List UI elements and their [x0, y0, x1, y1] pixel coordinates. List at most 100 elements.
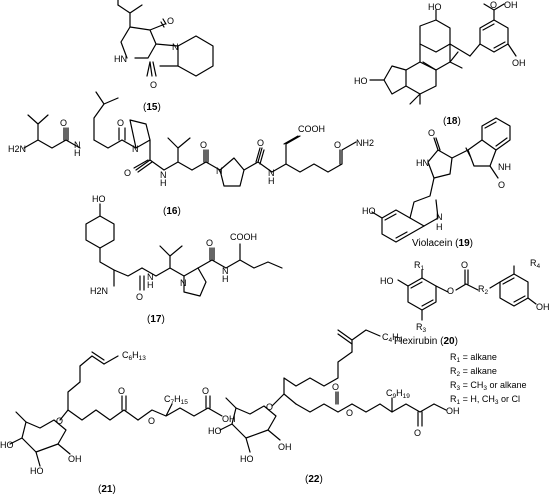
atom-R2: R: [478, 284, 485, 294]
atom-N: N: [172, 42, 179, 52]
svg-text:(17): (17): [147, 314, 165, 325]
svg-text:R3: R3: [416, 322, 427, 334]
svg-text:C9H19: C9H19: [386, 388, 410, 400]
atom-C9H19: C: [386, 388, 393, 398]
compound-20-structure: R1 HO O O R2 R4 OH R3 Flexirubin (20) R1…: [380, 258, 550, 406]
atom-OH: OH: [512, 58, 526, 68]
atom-HO: HO: [30, 466, 44, 476]
compound-20-legend: R1 = alkane R2 = alkane R3 = CH3 or alka…: [450, 352, 527, 406]
compound-16-structure: H2N O H N O N O N H O N O N H COOH O NH2…: [8, 91, 374, 217]
atom-HO: HO: [92, 194, 106, 204]
svg-text:R1: R1: [414, 260, 425, 272]
atom-O: O: [428, 128, 435, 138]
svg-text:(21): (21): [98, 484, 116, 495]
atom-O: O: [498, 180, 505, 190]
atom-H2N: H2N: [90, 286, 108, 296]
atom-OH: OH: [504, 0, 518, 10]
atom-O: O: [266, 402, 273, 412]
atom-O: O: [56, 416, 63, 426]
atom-N: N: [222, 266, 229, 276]
atom-O: O: [447, 286, 454, 296]
svg-text:(15): (15): [143, 102, 161, 113]
atom-NH: H: [436, 222, 443, 232]
compound-16-label: 16: [166, 206, 178, 217]
compound-20-label: 20: [443, 336, 455, 347]
atom-HO: HO: [208, 426, 222, 436]
atom-OH: OH: [536, 302, 550, 312]
atom-N: N: [216, 166, 223, 176]
atom-O: O: [118, 386, 125, 396]
atom-O: O: [60, 118, 67, 128]
atom-N: N: [180, 278, 187, 288]
compound-22-label: 22: [308, 474, 320, 485]
atom-C6H13: C: [122, 350, 129, 360]
atom-HO: HO: [362, 206, 376, 216]
atom-O: O: [200, 140, 207, 150]
compound-18-structure: O OH OH HO HO (18): [354, 0, 526, 127]
atom-N: N: [74, 140, 81, 150]
svg-text:(18): (18): [443, 116, 461, 127]
compound-19-structure: O HN NH O HO N H Violacein (19): [362, 117, 511, 249]
atom-O: O: [334, 140, 341, 150]
atom-C7H15: C: [164, 394, 171, 404]
compound-17-label: 17: [150, 314, 162, 325]
svg-text:C6H13: C6H13: [122, 350, 146, 362]
atom-NH: H: [74, 148, 81, 158]
svg-text:R1 = alkane: R1 = alkane: [450, 352, 497, 364]
atom-NH: H: [160, 178, 167, 188]
compound-19-label: 19: [459, 238, 471, 249]
atom-R1: R: [414, 260, 421, 270]
svg-text:R1 = H, CH3 or Cl: R1 = H, CH3 or Cl: [450, 394, 520, 406]
atom-HN: HN: [114, 54, 127, 64]
atom-NH: H: [222, 274, 229, 284]
atom-N: N: [436, 212, 443, 222]
atom-OH: OH: [446, 406, 460, 416]
atom-N: N: [132, 144, 139, 154]
svg-text:(16): (16): [163, 206, 181, 217]
compound-15-structure: O N HN O (15): [114, 0, 214, 113]
atom-NH: H: [147, 280, 154, 290]
atom-HO: HO: [240, 454, 254, 464]
compound-17-structure: HO H2N O N H N O N H COOH (17): [85, 194, 283, 325]
atom-O: O: [346, 408, 353, 418]
atom-HO: HO: [354, 76, 368, 86]
atom-O: O: [150, 80, 157, 90]
atom-HO: HO: [428, 2, 442, 12]
atom-HN: HN: [416, 158, 429, 168]
atom-OH: OH: [278, 442, 292, 452]
svg-text:R3 = CH3 or alkane: R3 = CH3 or alkane: [450, 380, 527, 392]
atom-N: N: [160, 170, 167, 180]
svg-text:Violacein (19): Violacein (19): [412, 238, 473, 249]
atom-OH: OH: [222, 414, 236, 424]
compound-15-label: 15: [146, 102, 158, 113]
svg-text:C7H15: C7H15: [164, 394, 188, 406]
compound-21-structure: C6H13 C7H15 O O O OH O HO HO OH (21): [0, 350, 236, 495]
atom-O: O: [117, 118, 124, 128]
atom-O: O: [206, 238, 213, 248]
atom-O: O: [257, 138, 264, 148]
atom-OH: OH: [68, 454, 82, 464]
atom-NH2: NH2: [356, 138, 374, 148]
atom-O: O: [136, 292, 143, 302]
compound-22-structure: C4H9 C9H19 O O O OH O HO HO OH (22): [208, 329, 460, 485]
atom-C4H9: C: [382, 332, 389, 342]
atom-O: O: [490, 0, 497, 10]
atom-R4: R: [530, 258, 537, 268]
svg-text:R2 = alkane: R2 = alkane: [450, 366, 497, 378]
atom-O: O: [461, 260, 468, 270]
atom-N: N: [147, 272, 154, 282]
atom-O: O: [124, 168, 131, 178]
atom-NH: NH: [498, 162, 511, 172]
svg-text:C4H9: C4H9: [382, 332, 403, 344]
compound-19-name: Violacein: [412, 238, 452, 249]
atom-O: O: [167, 16, 174, 26]
atom-O: O: [202, 386, 209, 396]
compound-20-name: Flexirubin: [394, 336, 437, 347]
atom-R3: R: [416, 322, 423, 332]
svg-text:Flexirubin (20): Flexirubin (20): [394, 336, 458, 347]
atom-O: O: [414, 428, 421, 438]
atom-HO: HO: [380, 276, 394, 286]
atom-N: N: [268, 168, 275, 178]
svg-text:R4: R4: [530, 258, 541, 270]
